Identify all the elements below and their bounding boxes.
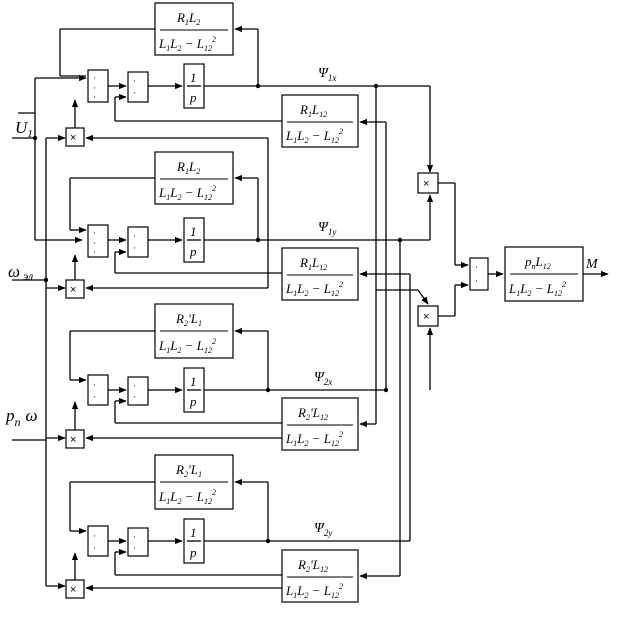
gain-block-r1l12-1y <box>281 247 359 301</box>
sum-junction-2y-b <box>127 527 149 557</box>
gain-block-r1l2-1y <box>154 151 234 205</box>
psi-2y-label: Ψ2y <box>314 521 332 538</box>
svg-text:L1L2 − L122: L1L2 − L122 <box>158 35 216 53</box>
channel-psi-2x: ·· ·· 1 p Ψ2x R2'L1 L1L2 − L122 R2'L12 L… <box>65 303 389 451</box>
svg-text:·: · <box>475 276 478 286</box>
svg-text:×: × <box>423 178 429 190</box>
psi-1x-label: Ψ1x <box>318 66 336 83</box>
svg-text:·: · <box>93 380 96 390</box>
cross-coupling-buses <box>85 86 411 592</box>
svg-text:×: × <box>423 311 429 323</box>
svg-text:L1L2 − L122: L1L2 − L122 <box>158 184 216 202</box>
svg-text:·: · <box>133 88 136 98</box>
svg-text:×: × <box>70 284 76 296</box>
sum-junction-2y-a <box>87 525 109 557</box>
sum-junction-1y-a <box>87 224 109 258</box>
svg-text:p: p <box>189 545 197 560</box>
svg-text:p: p <box>189 244 197 259</box>
svg-text:·: · <box>93 73 96 83</box>
input-u1-text: U1 <box>15 118 33 140</box>
sum-junction-1x-a <box>87 69 109 103</box>
sum-junction-2x-b <box>127 376 149 406</box>
sum-junction-torque <box>469 257 489 291</box>
svg-text:·: · <box>93 543 96 553</box>
svg-text:×: × <box>70 132 76 144</box>
channel-psi-2y: ·· ·· 1 p Ψ2y R2'L1 L1L2 − L122 R2'L12 L… <box>65 454 410 603</box>
svg-text:·: · <box>133 532 136 542</box>
integrator-num: 1 <box>190 70 197 85</box>
svg-text:L1L2 − L122: L1L2 − L122 <box>285 582 343 600</box>
svg-text:L1L2 − L122: L1L2 − L122 <box>158 337 216 355</box>
input-u1-label: U1 <box>15 112 35 140</box>
psi-1y-label: Ψ1y <box>318 220 336 237</box>
svg-text:×: × <box>70 584 76 596</box>
svg-text:·: · <box>93 247 96 257</box>
svg-text:1: 1 <box>190 224 197 239</box>
gain-block-r1l2-top <box>154 2 234 56</box>
svg-text:L1L2 − L122: L1L2 − L122 <box>285 430 343 448</box>
gain-block-r1l12-1x <box>281 94 359 148</box>
svg-text:·: · <box>133 231 136 241</box>
svg-text:p: p <box>189 394 197 409</box>
svg-text:·: · <box>93 92 96 102</box>
channel-psi-1x: ··· ·· 1 p Ψ1x R1L2 L1L2 − L122 R1L12 L1… <box>59 2 434 173</box>
svg-text:R1L2: R1L2 <box>176 10 200 27</box>
integrator-den: p <box>189 90 197 105</box>
svg-text:·: · <box>93 392 96 402</box>
svg-text:·: · <box>93 228 96 238</box>
sum-junction-1x-b <box>127 71 149 103</box>
svg-text:·: · <box>93 531 96 541</box>
svg-text:L1L2 − L122: L1L2 − L122 <box>508 280 566 298</box>
svg-text:R2'L1: R2'L1 <box>175 311 202 328</box>
channel-psi-1y: ··· ·· 1 p Ψ1y R1L2 L1L2 − L122 R1L12 L1… <box>65 151 430 301</box>
svg-text:×: × <box>70 434 76 446</box>
svg-text:L1L2 − L122: L1L2 − L122 <box>285 127 343 145</box>
svg-text:·: · <box>133 381 136 391</box>
svg-text:L1L2 − L122: L1L2 − L122 <box>158 488 216 506</box>
svg-text:·: · <box>133 76 136 86</box>
svg-text:R1L2: R1L2 <box>176 159 200 176</box>
svg-text:1: 1 <box>190 525 197 540</box>
sum-junction-2x-a <box>87 374 109 406</box>
input-buses <box>12 74 87 590</box>
sum-junction-1y-b <box>127 226 149 258</box>
psi-2x-label: Ψ2x <box>314 370 332 387</box>
gain-block-r2l12-2x <box>281 397 359 451</box>
svg-text:·: · <box>93 83 96 93</box>
svg-text:·: · <box>475 262 478 272</box>
svg-text:R2'L1: R2'L1 <box>175 462 202 479</box>
svg-text:·: · <box>93 238 96 248</box>
gain-block-r2l12-2y <box>281 549 359 603</box>
svg-text:L1L2 − L122: L1L2 − L122 <box>285 280 343 298</box>
torque-section: × × ·· pпL12 L1L2 − L122 M <box>376 172 609 390</box>
svg-text:·: · <box>133 543 136 553</box>
output-m-label: M <box>585 257 599 272</box>
svg-text:1: 1 <box>190 374 197 389</box>
svg-text:·: · <box>133 392 136 402</box>
svg-text:·: · <box>133 243 136 253</box>
